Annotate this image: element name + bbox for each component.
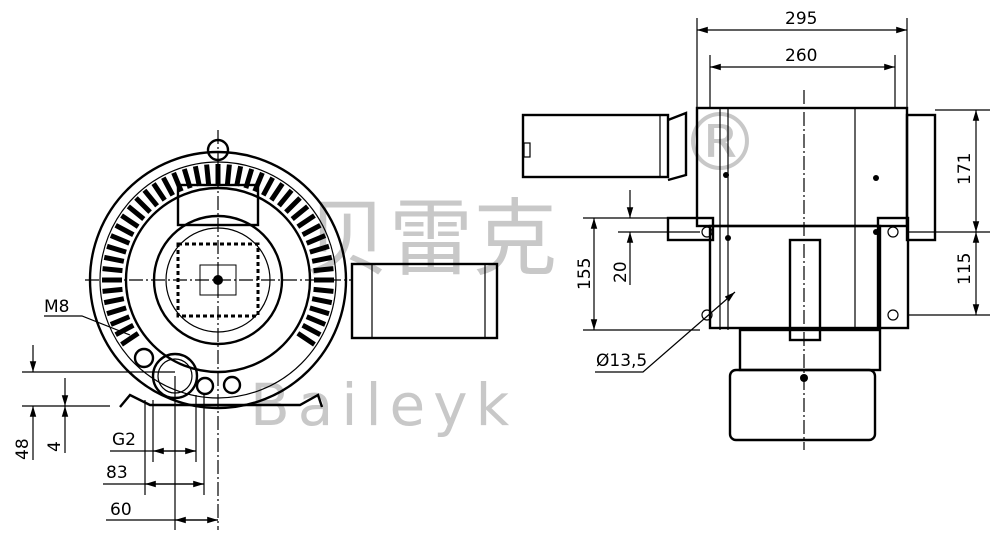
housing-fin xyxy=(126,204,146,222)
housing-fin xyxy=(171,171,184,193)
housing-fin xyxy=(313,286,334,294)
side-view-blower xyxy=(521,90,937,450)
housing-fin xyxy=(114,323,135,337)
housing-fin xyxy=(109,233,131,246)
side-view-dimensions: 295 260 171 115 155 20 Ø13,5 xyxy=(575,9,990,373)
housing-fin xyxy=(204,164,212,185)
housing-fin xyxy=(142,188,160,208)
housing-fin xyxy=(109,314,131,327)
housing-fin xyxy=(311,296,333,306)
housing-fin xyxy=(261,176,275,197)
housing-fin xyxy=(106,305,127,317)
housing-fin xyxy=(114,223,135,237)
housing-fin xyxy=(234,165,244,187)
housing-fin xyxy=(151,182,167,202)
label-260: 260 xyxy=(785,46,817,66)
label-48: 48 xyxy=(13,438,33,460)
housing-fin xyxy=(296,331,316,347)
label-g2: G2 xyxy=(112,430,136,450)
housing-fin xyxy=(276,188,294,208)
label-171: 171 xyxy=(955,153,975,185)
housing-fin xyxy=(284,196,302,214)
housing-fin xyxy=(134,196,152,214)
label-hole-diameter: Ø13,5 xyxy=(596,351,647,371)
label-115: 115 xyxy=(955,253,975,285)
housing-fin xyxy=(103,296,125,306)
housing-fin xyxy=(290,204,310,222)
housing-fin xyxy=(309,305,330,317)
housing-fin xyxy=(224,164,232,185)
housing-fin xyxy=(305,314,327,327)
housing-fin xyxy=(102,286,123,294)
housing-fin xyxy=(120,213,140,229)
label-83: 83 xyxy=(106,463,128,483)
label-m8: M8 xyxy=(44,297,69,317)
front-view-dimensions: M8 48 4 G2 83 60 xyxy=(13,297,218,530)
housing-fin xyxy=(106,243,127,255)
label-155: 155 xyxy=(575,258,595,290)
housing-fin xyxy=(269,182,285,202)
housing-fin xyxy=(252,171,265,193)
housing-fin xyxy=(296,213,316,229)
watermark-chinese: 贝雷克 xyxy=(305,190,557,288)
housing-fin xyxy=(161,176,175,197)
housing-fin xyxy=(120,331,140,347)
housing-fin xyxy=(103,254,125,264)
label-4: 4 xyxy=(45,441,65,452)
label-295: 295 xyxy=(785,9,817,29)
front-view-blower xyxy=(85,130,499,530)
housing-fin xyxy=(305,233,327,246)
label-60: 60 xyxy=(110,500,132,520)
housing-fin xyxy=(301,223,322,237)
housing-fin xyxy=(102,266,123,274)
housing-fin xyxy=(311,254,333,264)
housing-fin xyxy=(192,165,202,187)
housing-fin xyxy=(309,243,330,255)
housing-fin xyxy=(301,323,322,337)
housing-fin xyxy=(313,266,334,274)
label-20: 20 xyxy=(611,261,631,283)
